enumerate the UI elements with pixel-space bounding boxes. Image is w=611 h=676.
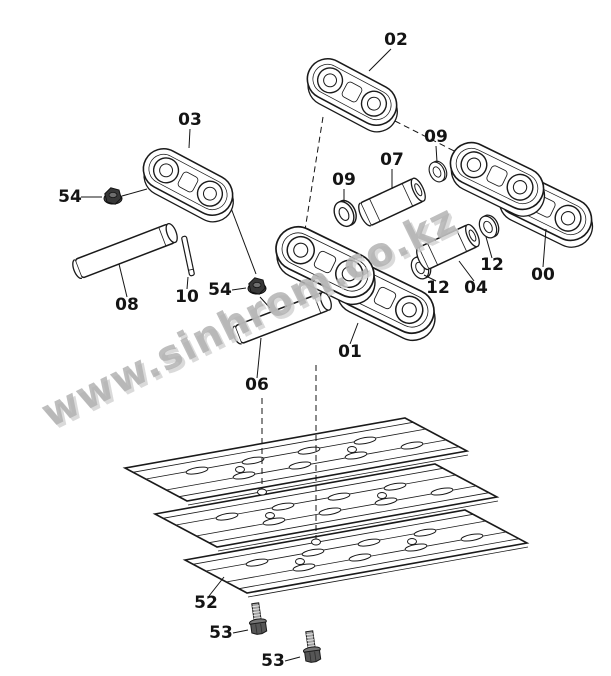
leader-line-54-right	[231, 287, 247, 291]
leader-line-00	[542, 228, 547, 268]
part-label-53-left: 53	[209, 623, 233, 643]
leader-line-06	[256, 337, 262, 379]
part-label-12-upper: 12	[480, 255, 504, 275]
part-label-54-left: 54	[58, 187, 82, 207]
part-label-09-left: 09	[332, 170, 356, 190]
part-label-04: 04	[464, 278, 488, 298]
leader-line-08	[118, 263, 128, 298]
bolt-53-left	[246, 601, 269, 636]
pin-10	[181, 235, 195, 277]
leader-line-12-upper	[485, 236, 493, 259]
leader-line-53-left	[232, 629, 249, 634]
assembly-line	[121, 188, 148, 197]
leader-line-01	[349, 322, 359, 345]
part-label-07: 07	[380, 150, 404, 170]
leader-line-04	[458, 260, 475, 282]
leader-line-52	[208, 576, 225, 597]
part-label-00: 00	[531, 265, 555, 285]
shoe-bolt-hole	[257, 488, 267, 496]
seal-09-right	[425, 158, 451, 186]
shoe-bolt-hole	[311, 538, 321, 546]
bushing-04	[416, 223, 480, 271]
dashed-assembly-line	[304, 116, 324, 231]
bolt-53-right	[300, 629, 323, 664]
part-label-03: 03	[178, 110, 202, 130]
part-label-06: 06	[245, 375, 269, 395]
link-assembly-00-front	[440, 134, 555, 225]
leader-line-12-lower	[423, 274, 437, 282]
part-label-09-right: 09	[424, 127, 448, 147]
leader-line-09-right	[435, 145, 438, 163]
link-03	[132, 140, 244, 230]
part-label-12-lower: 12	[426, 278, 450, 298]
leader-line-10	[186, 276, 189, 290]
part-label-02: 02	[384, 30, 408, 50]
assembly-line	[230, 207, 257, 275]
part-label-10: 10	[175, 287, 199, 307]
leader-line-03	[188, 128, 191, 149]
dashed-assembly-line	[394, 120, 467, 158]
bushing-07	[358, 177, 426, 227]
seal-09-left	[329, 196, 361, 231]
seal-12-upper	[475, 211, 503, 242]
pin-06	[232, 291, 332, 345]
part-label-08: 08	[115, 295, 139, 315]
leader-line-02	[368, 48, 392, 72]
pin-08	[72, 222, 178, 280]
leader-line-53-right	[284, 656, 301, 662]
part-label-53-right: 53	[261, 651, 285, 671]
assembly-line	[259, 296, 271, 309]
part-label-01: 01	[338, 342, 362, 362]
nut-54-left	[103, 187, 123, 205]
part-label-52: 52	[194, 593, 218, 613]
master-link-02	[296, 50, 408, 140]
part-label-54-right: 54	[208, 280, 232, 300]
